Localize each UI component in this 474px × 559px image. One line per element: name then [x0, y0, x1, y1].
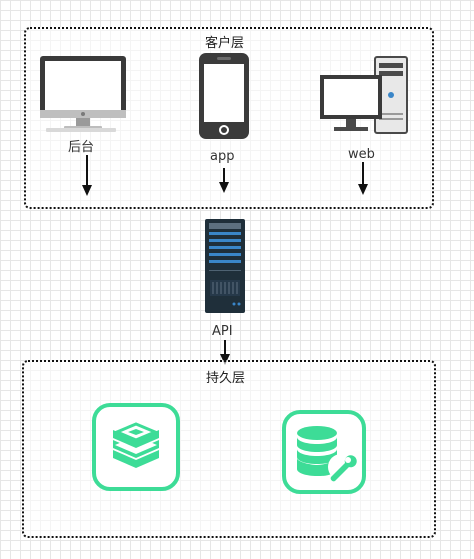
- client-layer-title: 客户层: [205, 36, 245, 51]
- desktop-monitor-icon: [38, 54, 130, 134]
- arrow-web-down: [357, 162, 369, 196]
- smartphone-icon: [198, 52, 250, 140]
- client-node-label-backend: 后台: [68, 140, 95, 155]
- arrow-app-down: [218, 168, 230, 194]
- api-label: API: [212, 324, 233, 339]
- persistence-layer-group: [22, 360, 436, 538]
- redis-stack-icon: [91, 402, 181, 492]
- arrow-api-down: [219, 340, 231, 366]
- persistence-layer-title: 持久层: [206, 371, 246, 386]
- client-node-label-web: web: [348, 147, 375, 162]
- server-rack-icon: [204, 218, 246, 314]
- arrow-backend-down: [81, 155, 93, 197]
- database-settings-icon: [281, 409, 367, 495]
- client-node-label-app: app: [210, 149, 235, 164]
- desktop-tower-icon: [318, 55, 410, 135]
